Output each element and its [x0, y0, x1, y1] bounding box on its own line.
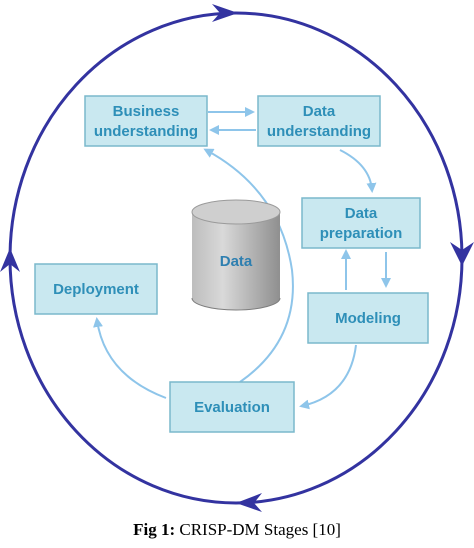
flow-arrows	[93, 107, 391, 410]
cycle-arrowhead-top	[212, 4, 238, 22]
stage-data-understanding: Data understanding	[257, 95, 381, 147]
stage-evaluation: Evaluation	[169, 381, 295, 433]
figure-caption: Fig 1: CRISP-DM Stages [10]	[0, 520, 474, 540]
caption-label: Fig 1:	[133, 520, 176, 539]
data-store-label: Data	[220, 253, 253, 270]
deployment-label: Deployment	[53, 281, 139, 298]
data-preparation-line1: Data	[345, 205, 378, 222]
cycle-arrowhead-bottom	[236, 493, 262, 512]
evaluation-label: Evaluation	[194, 399, 270, 416]
business-understanding-line1: Business	[113, 103, 180, 120]
cycle-arrowhead-left	[0, 248, 20, 272]
arrow-evaluation-to-business	[203, 148, 294, 383]
stage-business-understanding: Business understanding	[84, 95, 208, 147]
modeling-label: Modeling	[335, 310, 401, 327]
arrow-data-understanding-to-preparation	[339, 149, 377, 193]
arrow-modeling-to-evaluation	[299, 344, 357, 410]
data-preparation-line2: preparation	[320, 225, 403, 242]
arrow-evaluation-to-deployment	[93, 317, 167, 399]
business-understanding-line2: understanding	[94, 123, 198, 140]
data-understanding-line1: Data	[303, 103, 336, 120]
data-store-cylinder: Data	[191, 199, 281, 311]
stage-data-preparation: Data preparation	[301, 197, 421, 249]
stage-modeling: Modeling	[307, 292, 429, 344]
stage-deployment: Deployment	[34, 263, 158, 315]
data-understanding-line2: understanding	[267, 123, 371, 140]
cycle-arrowhead-right	[450, 242, 474, 266]
caption-text: CRISP-DM Stages [10]	[179, 520, 341, 539]
